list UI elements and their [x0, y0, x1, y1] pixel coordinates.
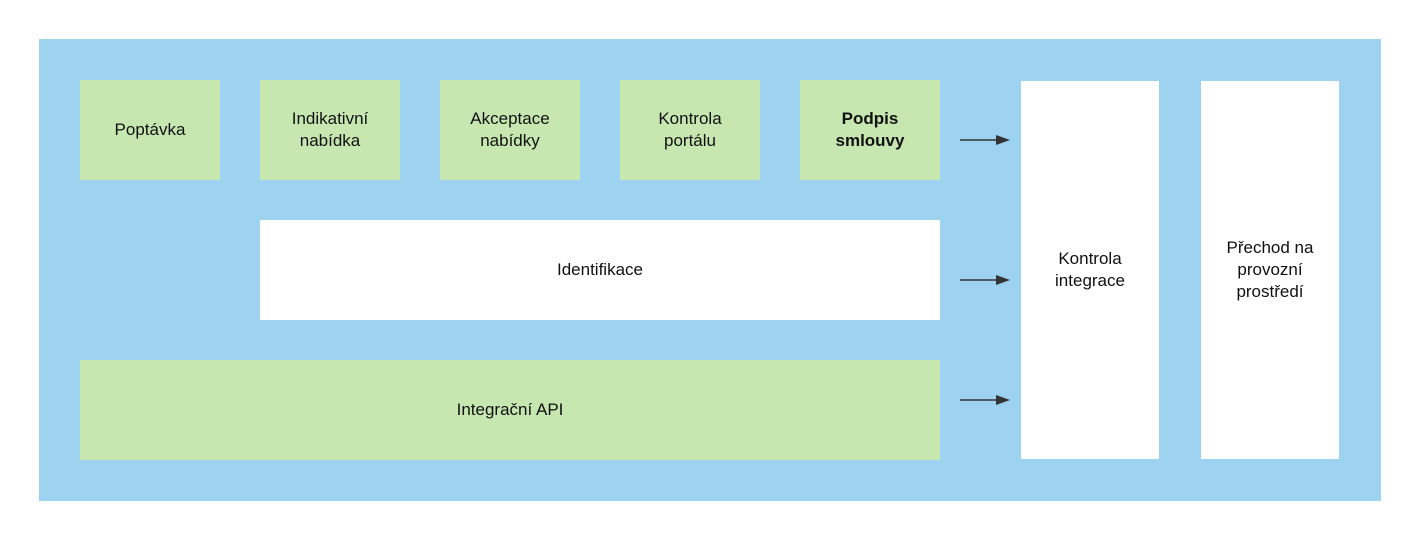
step-kontrola-portalu: Kontrola portálu [620, 80, 760, 180]
step-podpis-smlouvy: Podpis smlouvy [800, 80, 940, 180]
step-poptavka-label: Poptávka [114, 120, 186, 139]
arrow-bottom [960, 395, 1010, 405]
identifikace-box: Identifikace [260, 220, 940, 320]
step-akceptace-nabidky: Akceptace nabídky [440, 80, 580, 180]
step-akceptace-nabidky-label: Akceptace nabídky [470, 109, 550, 150]
prechod-label: Přechod na provozní prostředí [1226, 238, 1314, 301]
step-podpis-smlouvy-label: Podpis smlouvy [835, 109, 905, 150]
identifikace-label: Identifikace [557, 260, 643, 279]
step-indikativni-nabidka-label: Indikativní nabídka [291, 109, 369, 150]
arrow-top [960, 135, 1010, 145]
kontrola-integrace-box: Kontrola integrace [1021, 81, 1159, 459]
kontrola-integrace-label: Kontrola integrace [1055, 249, 1125, 290]
arrow-middle [960, 275, 1010, 285]
integracni-api-label: Integrační API [456, 400, 564, 419]
step-poptavka: Poptávka [80, 80, 220, 180]
step-indikativni-nabidka: Indikativní nabídka [260, 80, 400, 180]
integracni-api-box: Integrační API [80, 360, 940, 460]
prechod-box: Přechod na provozní prostředí [1201, 81, 1339, 459]
step-kontrola-portalu-label: Kontrola portálu [658, 109, 722, 150]
